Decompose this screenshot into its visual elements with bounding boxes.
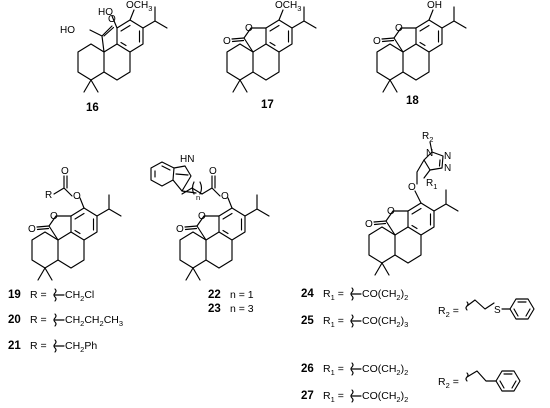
compound-19-r-prefix: R = <box>30 289 47 301</box>
triazole-n2: N <box>444 151 451 162</box>
r2-sulfur-label: S <box>494 305 501 316</box>
c16-hydroxy-label: HO <box>98 7 113 18</box>
c17-carbonyl-oxygen: O <box>223 36 231 47</box>
c16-acid-oxygen-label: O <box>108 14 116 25</box>
compound-26-number: 26 <box>301 363 314 375</box>
compound-21-r-prefix: R = <box>30 340 47 352</box>
c24-27-lactone-oxygen: O <box>387 206 395 217</box>
compound-23-number: 23 <box>208 303 221 315</box>
compound-26-r1: R1= <box>323 363 344 377</box>
compound-25-r1-group: CO(CH2)3 <box>362 315 408 329</box>
triazole-n1: N <box>426 148 433 159</box>
c22-23-chain-n: n <box>196 193 200 202</box>
c19-21-r-group: R <box>45 190 52 201</box>
compound-26-r1-group: CO(CH2)2 <box>362 363 408 377</box>
compound-17-number: 17 <box>261 99 274 111</box>
compound-16-number: 16 <box>86 102 99 114</box>
c18-hydroxy-label: OH <box>427 0 442 11</box>
compound-17: O O OCH3 <box>223 0 317 93</box>
compound-16: HO O HO OCH3 <box>60 0 168 93</box>
c24-27-carbonyl-oxygen: O <box>365 219 373 230</box>
compound-19-21-scaffold: O O R O O <box>28 166 122 281</box>
compound-22-23-scaffold: O O n O O <box>176 166 270 281</box>
compound-24-27-variants: 24 R1= CO(CH2)2 25 R1= CO(CH2)3 26 R1= C… <box>301 287 408 404</box>
squiggle-bond-20 <box>53 313 57 327</box>
compound-24-r1: R1= <box>323 288 344 302</box>
triazole-r2-label: R2 <box>422 131 433 144</box>
triazole-ring: N N N R2 R1 <box>416 131 451 191</box>
phenyl-ring-1 <box>509 298 535 320</box>
c24-27-aryl-oxygen: O <box>408 182 416 193</box>
r2-thio-label: R2= <box>438 305 459 319</box>
c18-carbonyl-oxygen: O <box>373 36 381 47</box>
squiggle-bond-27 <box>350 389 354 403</box>
compound-18-number: 18 <box>406 95 419 107</box>
triazole-n3: N <box>444 163 451 174</box>
compound-21-number: 21 <box>8 340 21 352</box>
compound-18: O O OH <box>373 0 467 93</box>
c19-21-ester-oxygen: O <box>73 191 81 202</box>
c22-23-carbonyl-oxygen: O <box>176 224 184 235</box>
compound-24-number: 24 <box>301 288 314 300</box>
compound-25-r1: R1= <box>323 315 344 329</box>
c18-lactone-oxygen: O <box>395 23 403 34</box>
compound-25-number: 25 <box>301 315 314 327</box>
c17-lactone-oxygen: O <box>245 23 253 34</box>
compound-22-n-value: n = 1 <box>230 289 254 301</box>
r2-definition-benzyl: R2= <box>438 370 521 392</box>
c22-23-ester-oxygen: O <box>221 191 229 202</box>
compound-22-23-variants: 22 n = 1 23 n = 3 <box>208 289 254 315</box>
compound-27-r1: R1= <box>323 390 344 404</box>
compound-19-number: 19 <box>8 289 21 301</box>
compound-27-r1-group: CO(CH2)2 <box>362 390 408 404</box>
r2-definition-thioether: R2= S <box>438 298 535 320</box>
compound-20-r-prefix: R = <box>30 314 47 326</box>
c17-methoxy-label: OCH3 <box>275 0 301 13</box>
indole-nh-label: HN <box>180 154 194 165</box>
c22-23-lactone-oxygen: O <box>198 211 206 222</box>
compound-22-number: 22 <box>208 289 221 301</box>
compound-21-r-group: CH2Ph <box>65 340 97 354</box>
squiggle-bond-26 <box>350 362 354 376</box>
c16-acid-ho-label: HO <box>60 25 75 36</box>
c19-21-lactone-oxygen: O <box>50 211 58 222</box>
triazole-r1-label: R1 <box>426 178 437 191</box>
compound-24-27-scaffold: O O O <box>365 182 459 276</box>
compound-20-r-group: CH2CH2CH3 <box>65 314 123 328</box>
compound-23-n-value: n = 3 <box>230 303 254 315</box>
c16-methoxy-label: OCH3 <box>126 0 152 13</box>
squiggle-bond-21 <box>53 339 57 353</box>
c22-23-carbonyl-ester-oxygen: O <box>209 166 217 177</box>
r2-benzyl-label: R2= <box>438 376 459 390</box>
squiggle-bond-24 <box>350 287 354 301</box>
compound-24-r1-group: CO(CH2)2 <box>362 288 408 302</box>
compound-19-21-variants: 19 R = CH2Cl 20 R = CH2CH2CH3 21 R = CH2… <box>8 288 123 354</box>
compound-20-number: 20 <box>8 314 21 326</box>
squiggle-bond-19 <box>53 288 57 302</box>
compound-27-number: 27 <box>301 390 314 402</box>
indole-ring: HN <box>150 154 197 194</box>
squiggle-bond-25 <box>350 314 354 328</box>
phenyl-ring-2 <box>495 370 521 392</box>
c19-21-carbonyl-oxygen: O <box>28 224 36 235</box>
compound-19-r-group: CH2Cl <box>65 289 94 303</box>
c19-21-carbonyl-ester-oxygen: O <box>61 166 69 177</box>
